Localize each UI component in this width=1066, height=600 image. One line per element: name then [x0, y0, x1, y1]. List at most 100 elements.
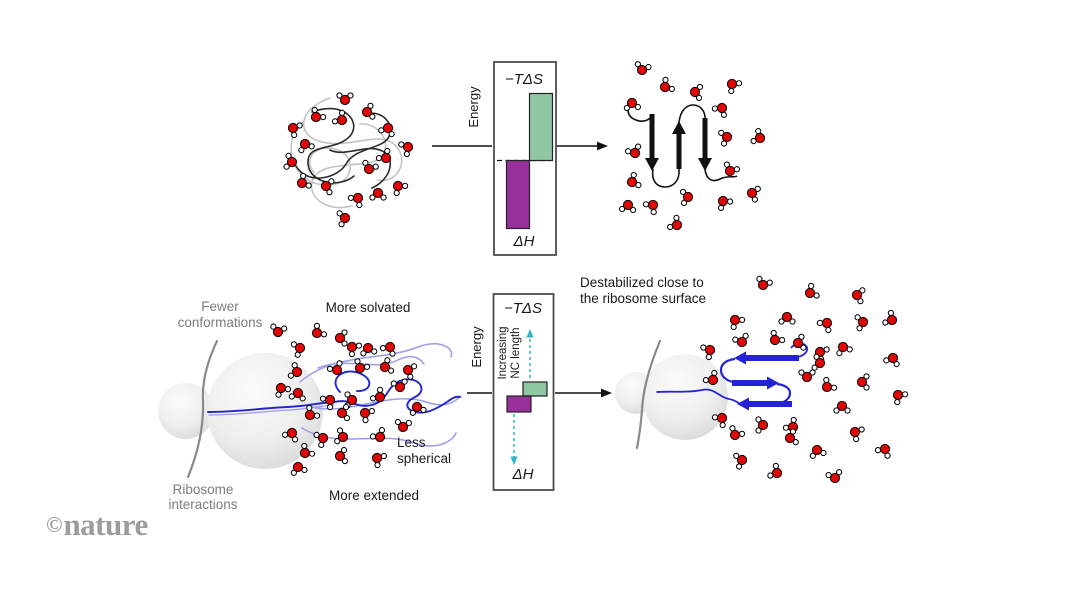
water-molecule: [313, 431, 329, 448]
hydrogen-atom: [380, 452, 387, 460]
flow-arrows: [432, 141, 612, 398]
fewer-conformations-label: Fewer: [201, 299, 239, 314]
water-molecule: [700, 344, 716, 361]
hydrogen-atom: [859, 287, 866, 294]
hydrogen-atom: [389, 350, 396, 357]
water-molecule: [290, 461, 308, 476]
hydrogen-atom: [679, 188, 687, 196]
hydrogen-atom: [313, 322, 321, 329]
hydrogen-atom: [720, 111, 728, 118]
water-molecule: [287, 122, 303, 139]
hydrogen-atom: [728, 87, 735, 95]
more-extended-label: More extended: [329, 488, 419, 503]
oxygen-atom: [382, 122, 394, 134]
enthalpy-bar: [505, 159, 531, 230]
fewer-conformations-label: conformations: [178, 315, 263, 330]
water-molecule: [394, 418, 412, 433]
hydrogen-atom: [702, 376, 709, 384]
oxygen-atom: [372, 187, 384, 199]
oxygen-atom: [337, 431, 349, 443]
hydrogen-atom: [833, 407, 840, 414]
hydrogen-atom: [291, 362, 298, 369]
oxygen-atom: [626, 176, 638, 188]
water-molecule: [755, 416, 769, 434]
water-molecule: [718, 129, 733, 147]
hydrogen-atom: [717, 204, 725, 211]
water-molecule: [836, 341, 853, 357]
hydrogen-atom: [294, 351, 301, 358]
hydrogen-atom: [857, 298, 864, 305]
oxygen-atom: [320, 180, 332, 192]
oxygen-atom: [352, 192, 364, 204]
water-molecule: [767, 462, 783, 479]
water-molecule: [729, 425, 746, 441]
oxygen-atom: [397, 421, 409, 433]
ribosome-small-subunit: [158, 383, 214, 439]
hydrogen-atom: [825, 326, 832, 334]
hydrogen-atom: [733, 452, 740, 459]
oxygen-atom: [879, 443, 891, 455]
hydrogen-atom: [318, 441, 325, 448]
hydrogen-atom: [290, 341, 297, 348]
hydrogen-atom: [789, 428, 797, 435]
water-molecule: [299, 442, 316, 459]
water-molecule: [378, 122, 395, 138]
water-molecule: [798, 369, 816, 383]
water-molecule: [792, 333, 807, 351]
hydrogen-atom: [751, 196, 759, 203]
hydrogen-atom: [407, 373, 414, 380]
water-molecule: [270, 323, 288, 338]
beta-strand-arrow-right: [732, 376, 779, 390]
water-molecule: [334, 329, 348, 347]
hydrogen-atom: [772, 462, 779, 470]
oxygen-atom: [402, 141, 414, 153]
hydrogen-atom: [284, 386, 292, 393]
oxygen-atom: [787, 421, 799, 433]
hydrogen-atom: [341, 457, 349, 465]
water-molecule: [336, 210, 351, 228]
chain-strand-dark: [333, 378, 461, 414]
oxygen-atom: [682, 191, 694, 203]
hydrogen-atom: [270, 323, 277, 330]
hydrogen-atom: [735, 80, 743, 87]
oxygen-atom: [887, 352, 899, 364]
water-molecule: [659, 76, 675, 93]
hydrogen-atom: [291, 436, 299, 443]
hydrogen-atom: [673, 214, 680, 222]
water-molecule: [689, 83, 704, 101]
hydrogen-atom: [305, 182, 312, 189]
water-molecule: [354, 358, 371, 374]
hydrogen-atom: [650, 208, 657, 216]
oxygen-atom: [336, 407, 348, 419]
oxygen-atom: [726, 78, 738, 90]
hydrogen-atom: [823, 376, 830, 384]
destabilized-label: Destabilized close to: [580, 275, 704, 290]
oxygen-atom: [716, 412, 728, 424]
less-spherical-label: spherical: [397, 451, 451, 466]
hydrogen-atom: [390, 380, 397, 387]
hydrogen-atom: [409, 409, 416, 416]
water-molecule: [369, 187, 387, 201]
hydrogen-atom: [893, 361, 900, 368]
hydrogen-atom: [766, 279, 773, 286]
water-molecule: [811, 353, 826, 371]
hydrogen-atom: [695, 94, 703, 101]
hydrogen-atom: [336, 427, 344, 434]
hydrogen-atom: [887, 309, 894, 317]
hydrogen-atom: [378, 427, 386, 434]
water-molecule: [874, 443, 891, 459]
entropy-bar: [522, 381, 548, 397]
less-spherical-label: Less: [397, 435, 426, 450]
water-molecule: [711, 102, 728, 118]
hydrogen-atom: [338, 221, 345, 228]
hydrogen-atom: [420, 406, 427, 414]
oxygen-atom: [299, 138, 311, 150]
water-molecule: [409, 401, 427, 416]
oxygen-atom: [346, 394, 358, 406]
energy-axis-label: Energy: [466, 86, 481, 128]
oxygen-atom: [647, 199, 659, 211]
hydrogen-atom: [729, 425, 736, 432]
water-molecule: [379, 357, 395, 374]
hydrogen-atom: [825, 471, 832, 479]
hydrogen-atom: [820, 449, 827, 457]
